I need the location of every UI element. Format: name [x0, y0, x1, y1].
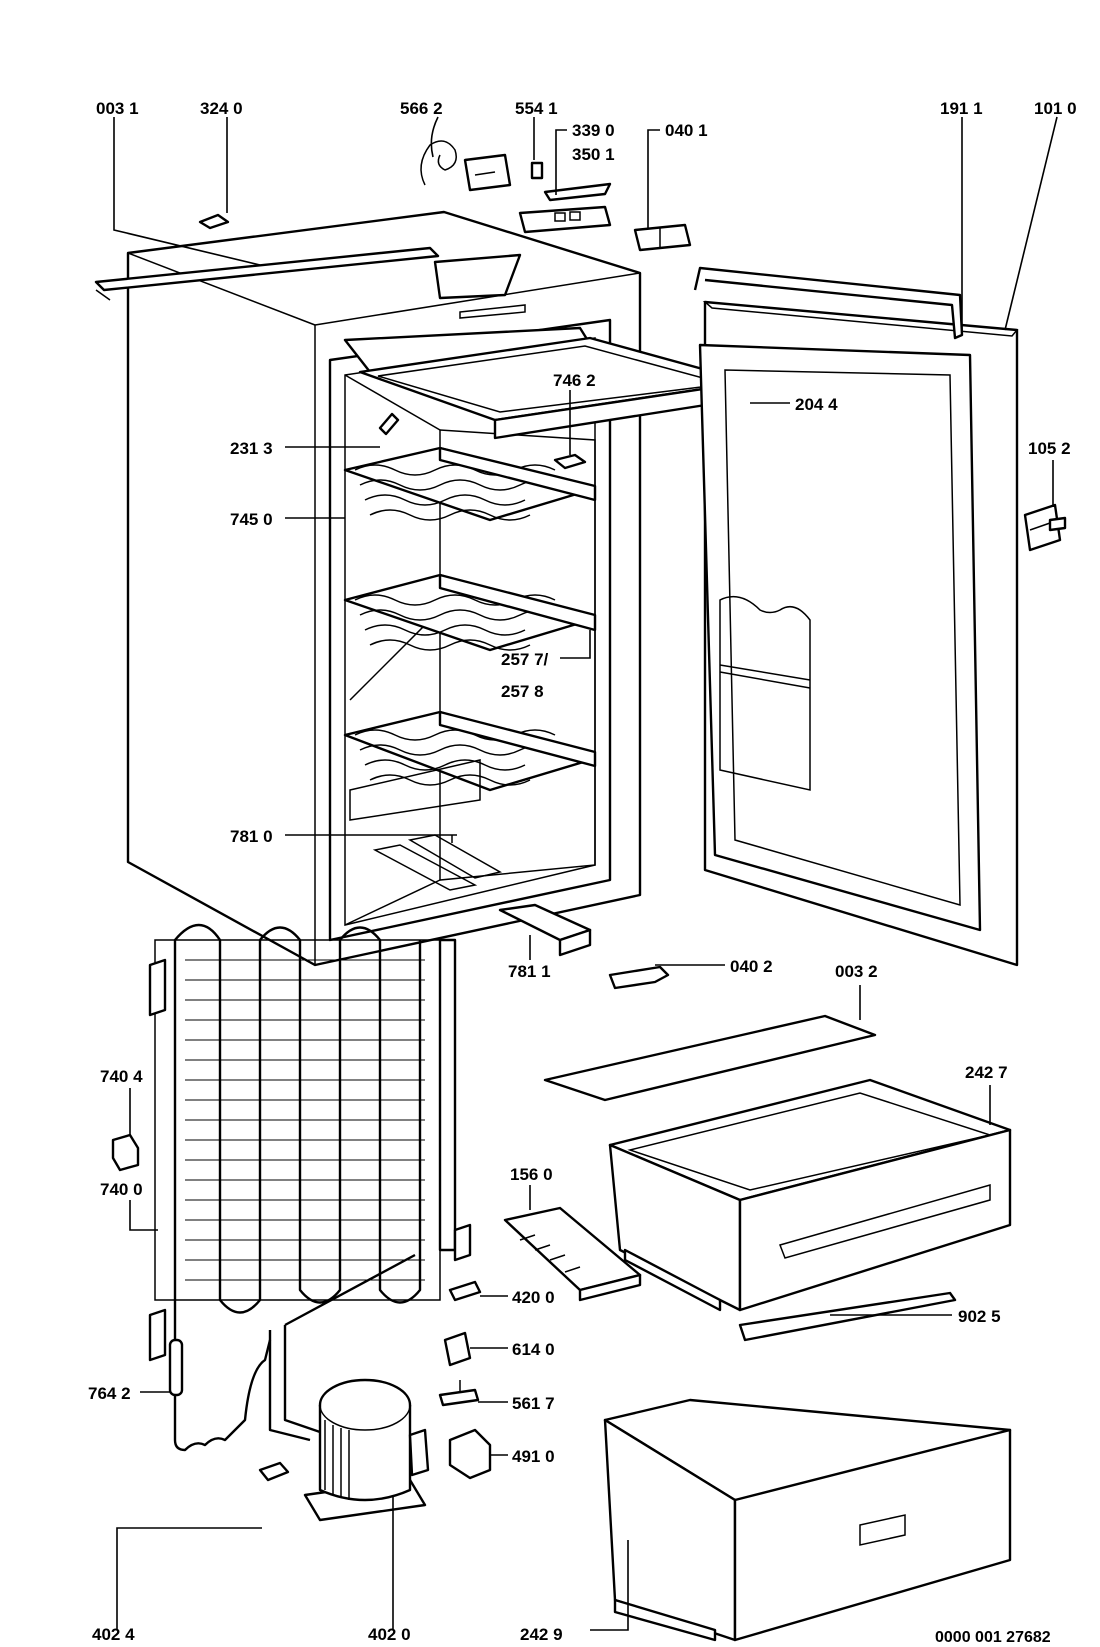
label-0401: 040 1: [665, 121, 708, 140]
label-5617: 561 7: [512, 1394, 555, 1413]
label-2044: 204 4: [795, 395, 838, 414]
floor-rails: [372, 834, 503, 891]
label-3390: 339 0: [572, 121, 615, 140]
label-7404: 740 4: [100, 1067, 143, 1086]
door: [698, 300, 1019, 967]
label-2577: 257 7/: [501, 650, 549, 669]
label-1560: 156 0: [510, 1165, 553, 1184]
label-1010: 101 0: [1034, 99, 1077, 118]
door-gasket-rail: [693, 266, 964, 340]
cover-strip-top: [94, 246, 440, 292]
bracket-0402: [608, 965, 670, 990]
plinth-piece: [498, 903, 592, 957]
label-7642: 764 2: [88, 1384, 131, 1403]
label-0402: 040 2: [730, 957, 773, 976]
label-9025: 902 5: [958, 1307, 1001, 1326]
label-2429: 242 9: [520, 1625, 563, 1644]
label-7450: 745 0: [230, 510, 273, 529]
capacitor-4200: [448, 1280, 482, 1302]
label-2313: 231 3: [230, 439, 273, 458]
label-4020: 402 0: [368, 1625, 411, 1644]
label-7811: 781 1: [508, 962, 551, 981]
label-1911: 191 1: [940, 99, 983, 118]
part-labels: 003 1 324 0 566 2 554 1 339 0 350 1 040 …: [88, 99, 1077, 1646]
clip-3240: [198, 213, 230, 230]
evaporator-shelf-1: [343, 446, 597, 522]
label-5662: 566 2: [400, 99, 443, 118]
suction-line: [268, 1253, 416, 1442]
crisper-drawer-upper: [608, 1078, 1012, 1312]
document-number: 0000 001 27682: [935, 1629, 1051, 1646]
dryer-7642: [168, 1338, 184, 1397]
evaporator-shelf-2: [343, 573, 597, 652]
label-0031: 003 1: [96, 99, 139, 118]
label-1052: 105 2: [1028, 439, 1071, 458]
clip-4024: [258, 1461, 290, 1482]
label-4024: 402 4: [92, 1625, 135, 1644]
relay-6140: [443, 1331, 472, 1367]
label-0032: 003 2: [835, 962, 878, 981]
label-2427: 242 7: [965, 1063, 1008, 1082]
label-2578: 257 8: [501, 682, 544, 701]
leader-lines: [113, 116, 1058, 1631]
thermostat: [420, 140, 512, 192]
clip-7810: [447, 834, 457, 843]
foot-7404: [111, 1133, 140, 1172]
starter-5617: [438, 1380, 480, 1407]
cover-4910: [448, 1428, 492, 1480]
ice-tray: [503, 1206, 642, 1302]
flap-9025: [738, 1291, 957, 1342]
clip-2313: [378, 412, 400, 436]
label-3501: 350 1: [572, 145, 615, 164]
control-panel: [518, 182, 612, 234]
hinge-1052: [1023, 503, 1067, 552]
clip-5541: [530, 161, 544, 180]
label-3240: 324 0: [200, 99, 243, 118]
label-7462: 746 2: [553, 371, 596, 390]
cover-strip-bottom: [543, 1014, 877, 1102]
freezer-drawer-lower: [603, 1398, 1012, 1642]
label-7810: 781 0: [230, 827, 273, 846]
condenser: [148, 923, 472, 1362]
evaporator-shelf-3: [343, 710, 597, 821]
hinge-7462: [553, 453, 587, 470]
label-4200: 420 0: [512, 1288, 555, 1307]
label-7400: 740 0: [100, 1180, 143, 1199]
label-6140: 614 0: [512, 1340, 555, 1359]
bracket-0401: [633, 223, 692, 252]
capillary-tube: [173, 1320, 272, 1452]
compressor: [303, 1378, 430, 1522]
label-5541: 554 1: [515, 99, 558, 118]
label-4910: 491 0: [512, 1447, 555, 1466]
